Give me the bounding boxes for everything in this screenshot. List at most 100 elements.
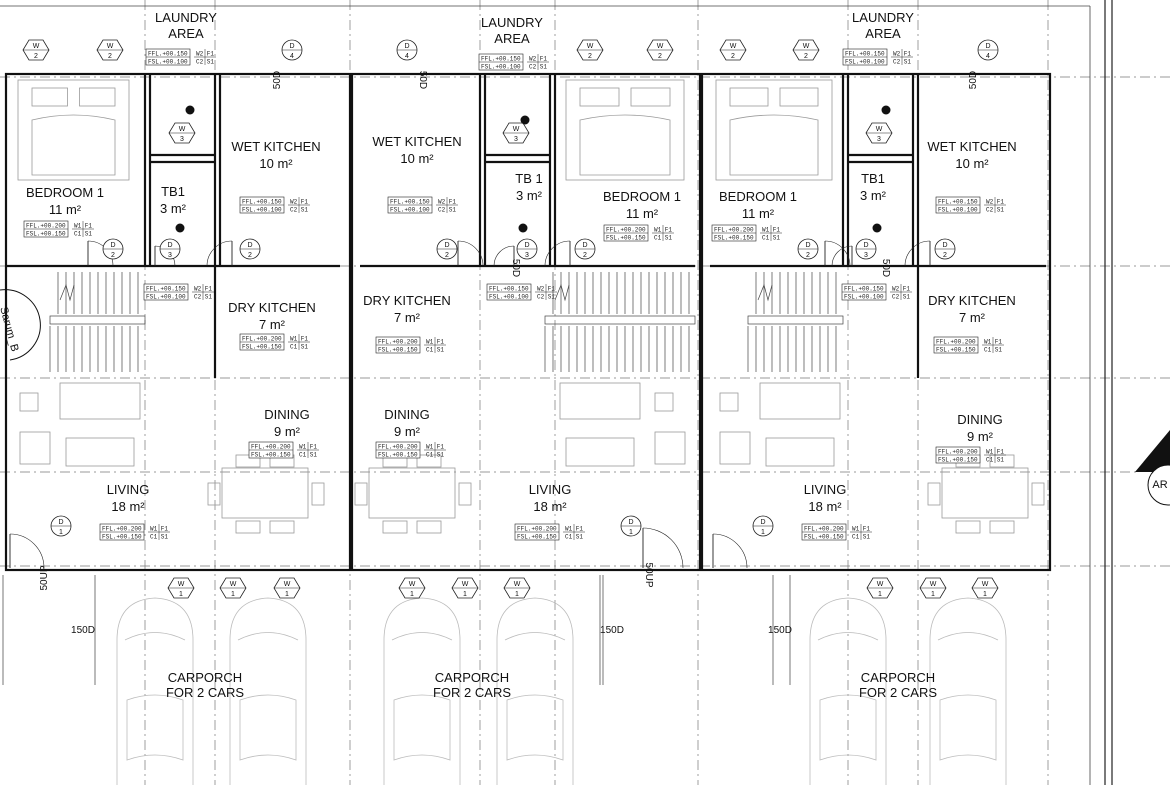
window-number: 1 bbox=[285, 591, 289, 598]
window-number: 3 bbox=[180, 136, 184, 143]
window-type: W bbox=[179, 126, 186, 133]
room-label: CARPORCH bbox=[168, 670, 242, 685]
door-swing bbox=[904, 240, 931, 267]
main-door-swing bbox=[642, 527, 684, 569]
window-type: W bbox=[178, 581, 185, 588]
door-tag: D3 bbox=[516, 238, 538, 260]
fsl-value: FSL.+00.150 bbox=[242, 344, 282, 351]
window-type: W bbox=[877, 581, 884, 588]
room-label: 10 m² bbox=[955, 156, 989, 171]
fsl-value: FSL.+00.150 bbox=[102, 534, 142, 541]
door-number: 2 bbox=[943, 252, 947, 259]
ffl-value: FFL.+00.200 bbox=[936, 339, 976, 346]
door-type: D bbox=[985, 43, 990, 50]
fsl-value: FSL.+00.150 bbox=[517, 534, 557, 541]
room-label: TB1 bbox=[861, 171, 885, 186]
door-type: D bbox=[247, 242, 252, 249]
ffl-value: FFL.+00.200 bbox=[804, 526, 844, 533]
door-tag: D2 bbox=[797, 238, 819, 260]
room-label: LIVING bbox=[529, 482, 572, 497]
door-type: D bbox=[110, 242, 115, 249]
bed bbox=[17, 79, 130, 181]
window-number: 2 bbox=[108, 53, 112, 60]
level-drop-note: 50D bbox=[417, 71, 428, 89]
room-label: LAUNDRY bbox=[481, 15, 543, 30]
door-type: D bbox=[524, 242, 529, 249]
bed bbox=[715, 79, 833, 181]
door-tag: D1 bbox=[50, 515, 72, 537]
door-tag: D1 bbox=[752, 515, 774, 537]
fsl-value: FSL.+00.100 bbox=[844, 294, 884, 301]
ffl-value: FFL.+00.200 bbox=[242, 336, 282, 343]
door-type: D bbox=[628, 519, 633, 526]
window-tag: W3 bbox=[502, 122, 530, 144]
fsl-value: FSL.+00.100 bbox=[390, 207, 430, 214]
fsl-value: FSL.+00.100 bbox=[938, 207, 978, 214]
door-type: D bbox=[863, 242, 868, 249]
door-type: D bbox=[167, 242, 172, 249]
room-label: WET KITCHEN bbox=[372, 134, 461, 149]
ffl-value: FFL.+00.150 bbox=[938, 199, 978, 206]
staircase bbox=[747, 272, 844, 372]
walls bbox=[4, 72, 1052, 572]
room-label: FOR 2 CARS bbox=[859, 685, 937, 700]
ffl-value: FFL.+00.150 bbox=[390, 199, 430, 206]
car-outline bbox=[809, 597, 887, 785]
ffl-value: FFL.+00.150 bbox=[148, 51, 188, 58]
window-tag: W1 bbox=[219, 577, 247, 599]
window-tag: W2 bbox=[719, 39, 747, 61]
door-tag: D1 bbox=[620, 515, 642, 537]
room-label: WET KITCHEN bbox=[927, 139, 1016, 154]
room-label: LIVING bbox=[804, 482, 847, 497]
window-type: W bbox=[230, 581, 237, 588]
window-type: W bbox=[409, 581, 416, 588]
staircase bbox=[49, 272, 146, 372]
ffl-value: FFL.+00.150 bbox=[845, 51, 885, 58]
fsl-value: FSL.+00.100 bbox=[845, 59, 885, 66]
fsl-value: FSL.+00.100 bbox=[146, 294, 186, 301]
fsl-value: FSL.+00.150 bbox=[378, 452, 418, 459]
site-boundary bbox=[0, 0, 1113, 785]
window-type: W bbox=[730, 43, 737, 50]
service-points bbox=[175, 105, 891, 233]
room-label: DINING bbox=[384, 407, 430, 422]
window-number: 1 bbox=[515, 591, 519, 598]
door-tag: D2 bbox=[102, 238, 124, 260]
fsl-value: FSL.+00.100 bbox=[148, 59, 188, 66]
level-drop-note: 50D bbox=[272, 71, 283, 89]
window-number: 2 bbox=[658, 53, 662, 60]
room-label: DRY KITCHEN bbox=[928, 293, 1016, 308]
room-label: 9 m² bbox=[274, 424, 301, 439]
door-swings bbox=[9, 240, 931, 569]
fsl-value: FSL.+00.100 bbox=[242, 207, 282, 214]
fsl-value: FSL.+00.150 bbox=[714, 235, 754, 242]
main-door-swing bbox=[9, 533, 45, 569]
room-label: 7 m² bbox=[259, 317, 286, 332]
fsl-value: FSL.+00.150 bbox=[938, 457, 978, 464]
ffl-value: FFL.+00.200 bbox=[102, 526, 142, 533]
room-label: DRY KITCHEN bbox=[363, 293, 451, 308]
door-number: 3 bbox=[168, 252, 172, 259]
window-type: W bbox=[982, 581, 989, 588]
door-number: 4 bbox=[290, 53, 294, 60]
room-label: 11 m² bbox=[742, 206, 775, 221]
ffl-value: FFL.+00.200 bbox=[517, 526, 557, 533]
door-tag: D2 bbox=[239, 238, 261, 260]
window-tag: W1 bbox=[451, 577, 479, 599]
ffl-value: FFL.+00.200 bbox=[251, 444, 291, 451]
window-number: 2 bbox=[588, 53, 592, 60]
door-type: D bbox=[289, 43, 294, 50]
ffl-value: FFL.+00.150 bbox=[489, 286, 529, 293]
window-tag: W2 bbox=[792, 39, 820, 61]
level-drop-note: 150D bbox=[768, 625, 792, 636]
door-type: D bbox=[805, 242, 810, 249]
car-outline bbox=[229, 597, 307, 785]
car-outline bbox=[116, 597, 194, 785]
